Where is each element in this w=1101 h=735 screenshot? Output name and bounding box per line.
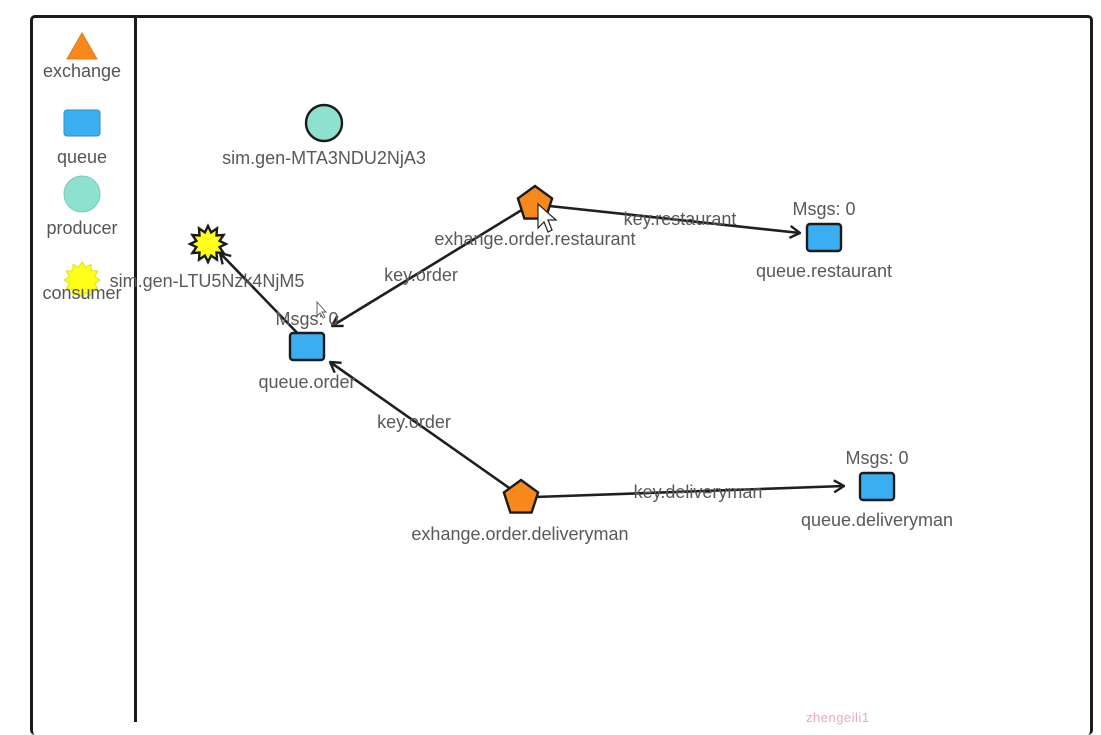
exchange-deliveryman-label: exhange.order.deliveryman: [411, 524, 628, 544]
exchange-deliveryman-node[interactable]: [502, 478, 540, 514]
legend-item-consumer: consumer: [30, 261, 134, 303]
legend-item-queue: queue: [30, 109, 134, 167]
mouse-cursor-small-icon: [316, 300, 328, 319]
edge-restaurant-to-queue-order: [332, 206, 526, 326]
consumer-node[interactable]: [187, 223, 229, 265]
edge-deliveryman-to-queue-order: [330, 362, 516, 494]
circle-icon: [63, 175, 101, 213]
square-icon: [63, 109, 101, 137]
queue-deliveryman-label: queue.deliveryman: [801, 510, 953, 530]
legend-label-exchange: exchange: [42, 61, 122, 81]
queue-restaurant-msgs: Msgs: 0: [792, 199, 855, 219]
legend-label-queue: queue: [56, 147, 108, 167]
producer-node[interactable]: [304, 103, 344, 143]
edge-label-key-order-upper: key.order: [384, 265, 458, 285]
mouse-cursor-icon: [537, 202, 558, 233]
watermark-text: zhengeili1: [806, 710, 870, 725]
queue-restaurant-label: queue.restaurant: [756, 261, 892, 281]
legend-item-producer: producer: [30, 175, 134, 238]
edge-label-key-order-lower: key.order: [377, 412, 451, 432]
legend-panel: exchange queue producer consumer: [30, 15, 137, 722]
star-icon: [63, 261, 101, 299]
edge-queue-order-to-consumer: [220, 253, 307, 343]
edge-restaurant-to-queue-restaurant: [539, 203, 800, 233]
edge-label-key-restaurant: key.restaurant: [624, 209, 737, 229]
queue-order-node[interactable]: [288, 331, 326, 362]
legend-label-producer: producer: [46, 218, 118, 238]
queue-restaurant-node[interactable]: [805, 222, 843, 253]
legend-item-exchange: exchange: [30, 31, 134, 81]
edge-deliveryman-to-queue-deliveryman: [534, 486, 844, 499]
triangle-icon: [66, 31, 98, 60]
producer-label: sim.gen-MTA3NDU2NjA3: [222, 148, 426, 168]
diagram-frame: [30, 15, 1093, 735]
queue-deliveryman-node[interactable]: [858, 471, 896, 502]
edge-label-key-deliveryman: key.deliveryman: [634, 482, 763, 502]
exchange-restaurant-label: exhange.order.restaurant: [434, 229, 635, 249]
queue-order-msgs: Msgs: 0: [275, 309, 338, 329]
queue-order-label: queue.order: [258, 372, 355, 392]
queue-deliveryman-msgs: Msgs: 0: [845, 448, 908, 468]
legend-label-consumer: consumer: [42, 283, 122, 303]
consumer-label: sim.gen-LTU5Nzk4NjM5: [110, 271, 305, 291]
